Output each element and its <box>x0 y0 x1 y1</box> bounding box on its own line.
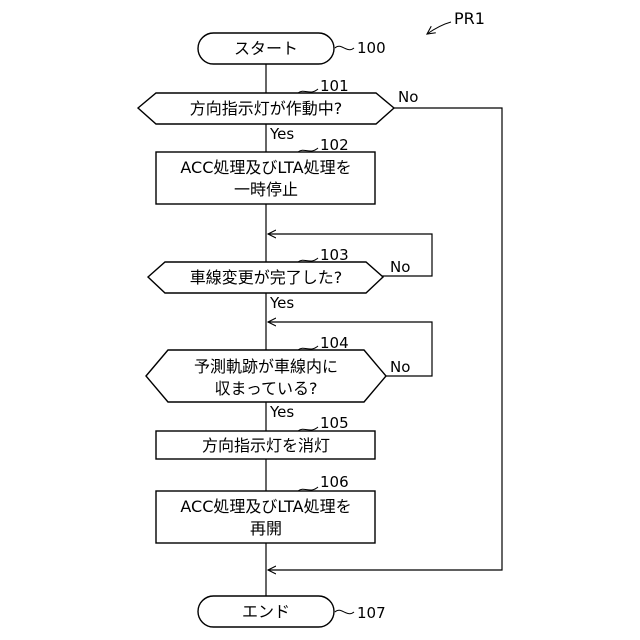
start-ref-lead <box>335 46 354 49</box>
start-label: スタート <box>234 39 298 58</box>
ref-106: 106 <box>320 473 349 491</box>
branch-103-yes-label: Yes <box>269 294 294 312</box>
branch-104-no-label: No <box>390 358 410 376</box>
figure-label-arrow <box>427 22 451 34</box>
process-102-line1: ACC処理及びLTA処理を <box>180 158 351 177</box>
process-105-label: 方向指示灯を消灯 <box>202 436 330 455</box>
branch-101-yes-label: Yes <box>269 125 294 143</box>
ref-105: 105 <box>320 414 349 432</box>
start-ref: 100 <box>357 39 386 57</box>
ref-103: 103 <box>320 246 349 264</box>
decision-104-line2: 収まっている? <box>214 379 317 398</box>
end-ref: 107 <box>357 604 386 622</box>
branch-104-yes-label: Yes <box>269 403 294 421</box>
process-106-line2: 再開 <box>250 519 282 538</box>
branch-103-no-label: No <box>390 258 410 276</box>
process-102-line2: 一時停止 <box>234 180 298 199</box>
figure-label: PR1 <box>454 9 485 28</box>
decision-103-label: 車線変更が完了した? <box>190 268 343 287</box>
end-ref-lead <box>335 610 354 613</box>
end-label: エンド <box>242 602 290 621</box>
ref-102: 102 <box>320 136 349 154</box>
branch-101-no-label: No <box>398 88 418 106</box>
ref-104: 104 <box>320 334 349 352</box>
decision-101-label: 方向指示灯が作動中? <box>190 99 343 118</box>
process-106-line1: ACC処理及びLTA処理を <box>180 497 351 516</box>
decision-104-line1: 予測軌跡が車線内に <box>194 357 338 376</box>
ref-101: 101 <box>320 77 349 95</box>
